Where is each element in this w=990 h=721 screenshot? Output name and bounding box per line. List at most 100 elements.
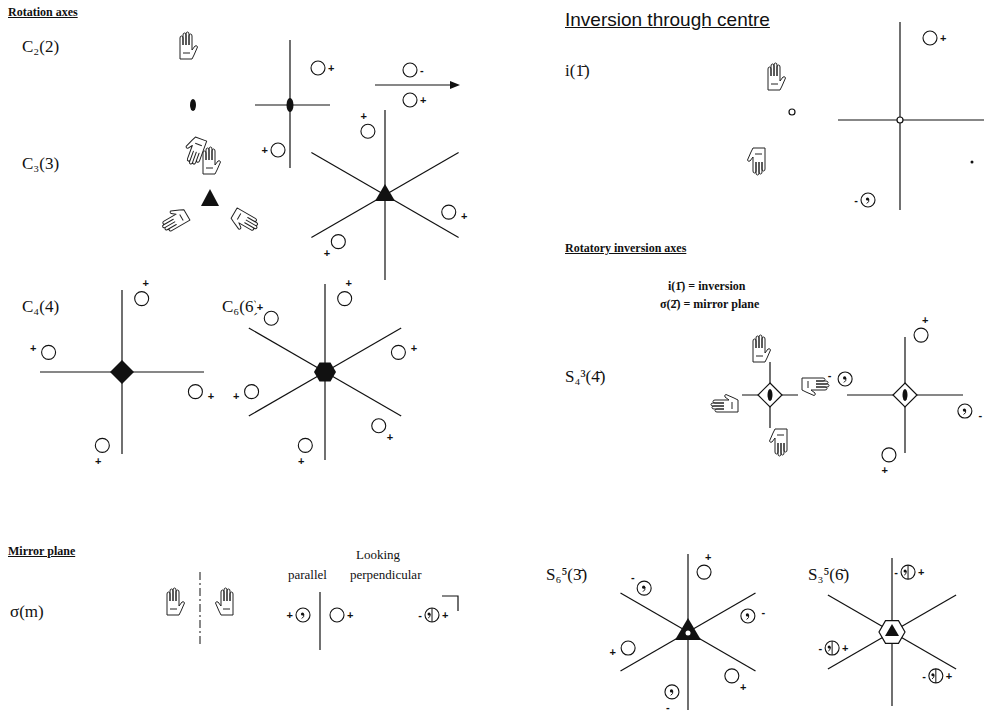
axis-line [899, 22, 900, 210]
comma-mark [671, 691, 673, 696]
symmetry-label: i(1̄) [565, 62, 590, 81]
hand [802, 378, 829, 396]
handedness-sign: + [945, 670, 953, 682]
axis-line [324, 372, 325, 460]
threebar-symbol [675, 618, 701, 640]
handedness-sign: + [261, 144, 269, 156]
motif-circle [923, 31, 937, 45]
handedness-sign: - [853, 194, 859, 206]
axis-line [385, 153, 459, 196]
symmetry-label: σ(m) [10, 603, 44, 622]
comma-mark [844, 378, 846, 383]
handedness-sign: - [417, 609, 423, 621]
handedness-sign: + [608, 646, 616, 658]
motif-circle [188, 385, 202, 399]
symmetry-label: S₆⁵(3̄) [546, 566, 587, 585]
axis-line [384, 195, 385, 280]
fourbar-symbol [903, 389, 908, 401]
handedness-sign: + [232, 390, 240, 402]
hand [203, 147, 221, 174]
handedness-sign: + [704, 551, 712, 563]
split-line [832, 641, 833, 655]
handedness-sign: + [94, 455, 102, 467]
motif-circle [914, 328, 928, 342]
axis-line [249, 372, 325, 416]
hand [158, 205, 190, 234]
symmetry-label: C₆(6) [222, 298, 259, 317]
motif-circle [331, 235, 345, 249]
motif-circle [425, 608, 439, 622]
handedness-sign: + [419, 94, 427, 106]
motif-circle [403, 93, 417, 107]
handedness-sign: + [297, 455, 305, 467]
motif-circle [825, 641, 839, 655]
comma-mark [643, 587, 645, 592]
handedness-sign: - [630, 571, 636, 583]
axis-line [311, 153, 385, 196]
motif-circle [637, 581, 651, 595]
fourbar-symbol [893, 383, 917, 407]
symmetry-label: C₃(3) [22, 155, 59, 174]
motif-circle [245, 385, 259, 399]
axis-line [385, 195, 459, 238]
axis-line [121, 290, 122, 372]
motif-circle [882, 448, 896, 462]
axis-line [325, 372, 401, 416]
fourfold-symbol [110, 360, 134, 384]
hand [216, 588, 234, 615]
handedness-sign: + [939, 32, 947, 44]
motif-circle [298, 438, 312, 452]
axis-line [688, 593, 756, 632]
motif-circle [271, 143, 285, 157]
section-heading: Rotation axes [8, 6, 78, 19]
sixbar-symbol [885, 624, 899, 636]
motif-circle [338, 292, 352, 306]
motif-circle [403, 63, 417, 77]
inversion-centre [897, 117, 903, 123]
comma-mark [904, 571, 906, 575]
hand [711, 395, 738, 413]
axis-lines [40, 110, 963, 710]
motif-circle [330, 608, 344, 622]
handedness-sign: + [739, 681, 747, 693]
mirror-line [319, 592, 320, 650]
handedness-sign: + [29, 342, 37, 354]
handedness-sign: + [360, 110, 368, 122]
handedness-sign: - [817, 642, 823, 654]
motif-circles [42, 31, 972, 699]
handedness-sign: + [327, 62, 335, 74]
comma-mark [828, 647, 830, 651]
view-label: parallel [288, 568, 327, 582]
split-line [432, 608, 433, 622]
axis-line [122, 371, 204, 372]
motif-circle [95, 438, 109, 452]
inversion-centre [789, 109, 795, 115]
motif-circle [929, 669, 943, 683]
twofold-symbol [190, 99, 196, 111]
hand [753, 335, 771, 362]
hand [228, 208, 260, 237]
motif-circle [665, 685, 679, 699]
axis-line [249, 328, 325, 372]
axis-line [324, 284, 325, 372]
fourbar-symbol [758, 383, 782, 407]
handedness-sign: + [286, 609, 294, 621]
hand [180, 32, 198, 59]
symmetry-label: S₄³(4̄) [565, 368, 605, 387]
comma-mark [428, 614, 430, 618]
split-line [908, 565, 909, 579]
hand [768, 63, 786, 90]
motif-circle [697, 565, 711, 579]
mirror-line [200, 572, 201, 645]
handedness-sign: - [665, 701, 671, 713]
axis-line [838, 119, 984, 120]
axis-line [621, 593, 689, 632]
comma-mark [302, 614, 304, 619]
motif-circle [42, 345, 56, 359]
motif-circle [264, 311, 278, 325]
handedness-sign: + [441, 609, 449, 621]
motif-circle [901, 565, 915, 579]
axis-arrow [375, 84, 452, 85]
handedness-sign: + [881, 464, 889, 476]
